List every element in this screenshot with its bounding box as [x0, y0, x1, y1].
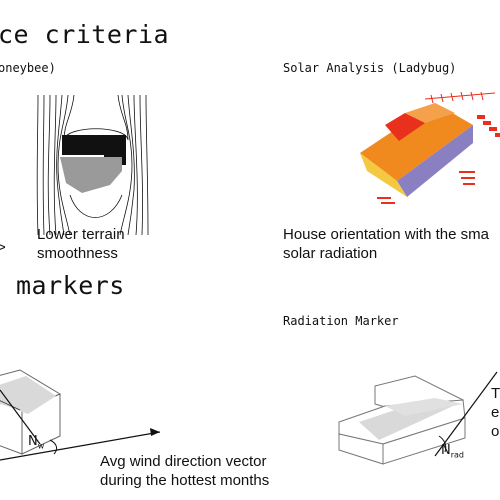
right-partial-text-1: T — [491, 385, 500, 402]
wind-caption-line2: smoothness — [37, 245, 118, 262]
section-heading-criteria: ce criteria — [0, 20, 170, 49]
solar-caption-line1: House orientation with the sma — [283, 226, 489, 243]
solar-radiation-model — [360, 91, 500, 204]
wind-marker-diagram — [0, 369, 161, 461]
nw-main: N — [28, 434, 38, 449]
wind-tool-label: oneybee) — [0, 61, 56, 75]
nrad-sub: rad — [450, 450, 465, 460]
nrad-main: N — [441, 443, 451, 458]
right-partial-text-2: e — [491, 404, 500, 421]
right-partial-text-3: o — [491, 423, 500, 440]
wind-vector-caption-line1: Avg wind direction vector — [100, 453, 267, 470]
section-heading-markers: markers — [16, 271, 125, 300]
wind-flow-illustration — [36, 94, 149, 236]
solar-tool-label: Solar Analysis (Ladybug) — [283, 61, 457, 75]
wind-normal-label: Nw — [28, 434, 44, 451]
wind-caption-line1: Lower terrain — [37, 226, 125, 243]
solar-caption-line2: solar radiation — [283, 245, 378, 262]
nw-sub: w — [37, 441, 45, 451]
arrow-glyph: > — [0, 239, 6, 256]
wind-vector-caption-line2: during the hottest months — [100, 472, 270, 489]
radiation-marker-label: Radiation Marker — [283, 314, 399, 328]
radiation-marker-diagram — [338, 371, 498, 465]
radiation-normal-label: Nrad — [441, 443, 464, 460]
